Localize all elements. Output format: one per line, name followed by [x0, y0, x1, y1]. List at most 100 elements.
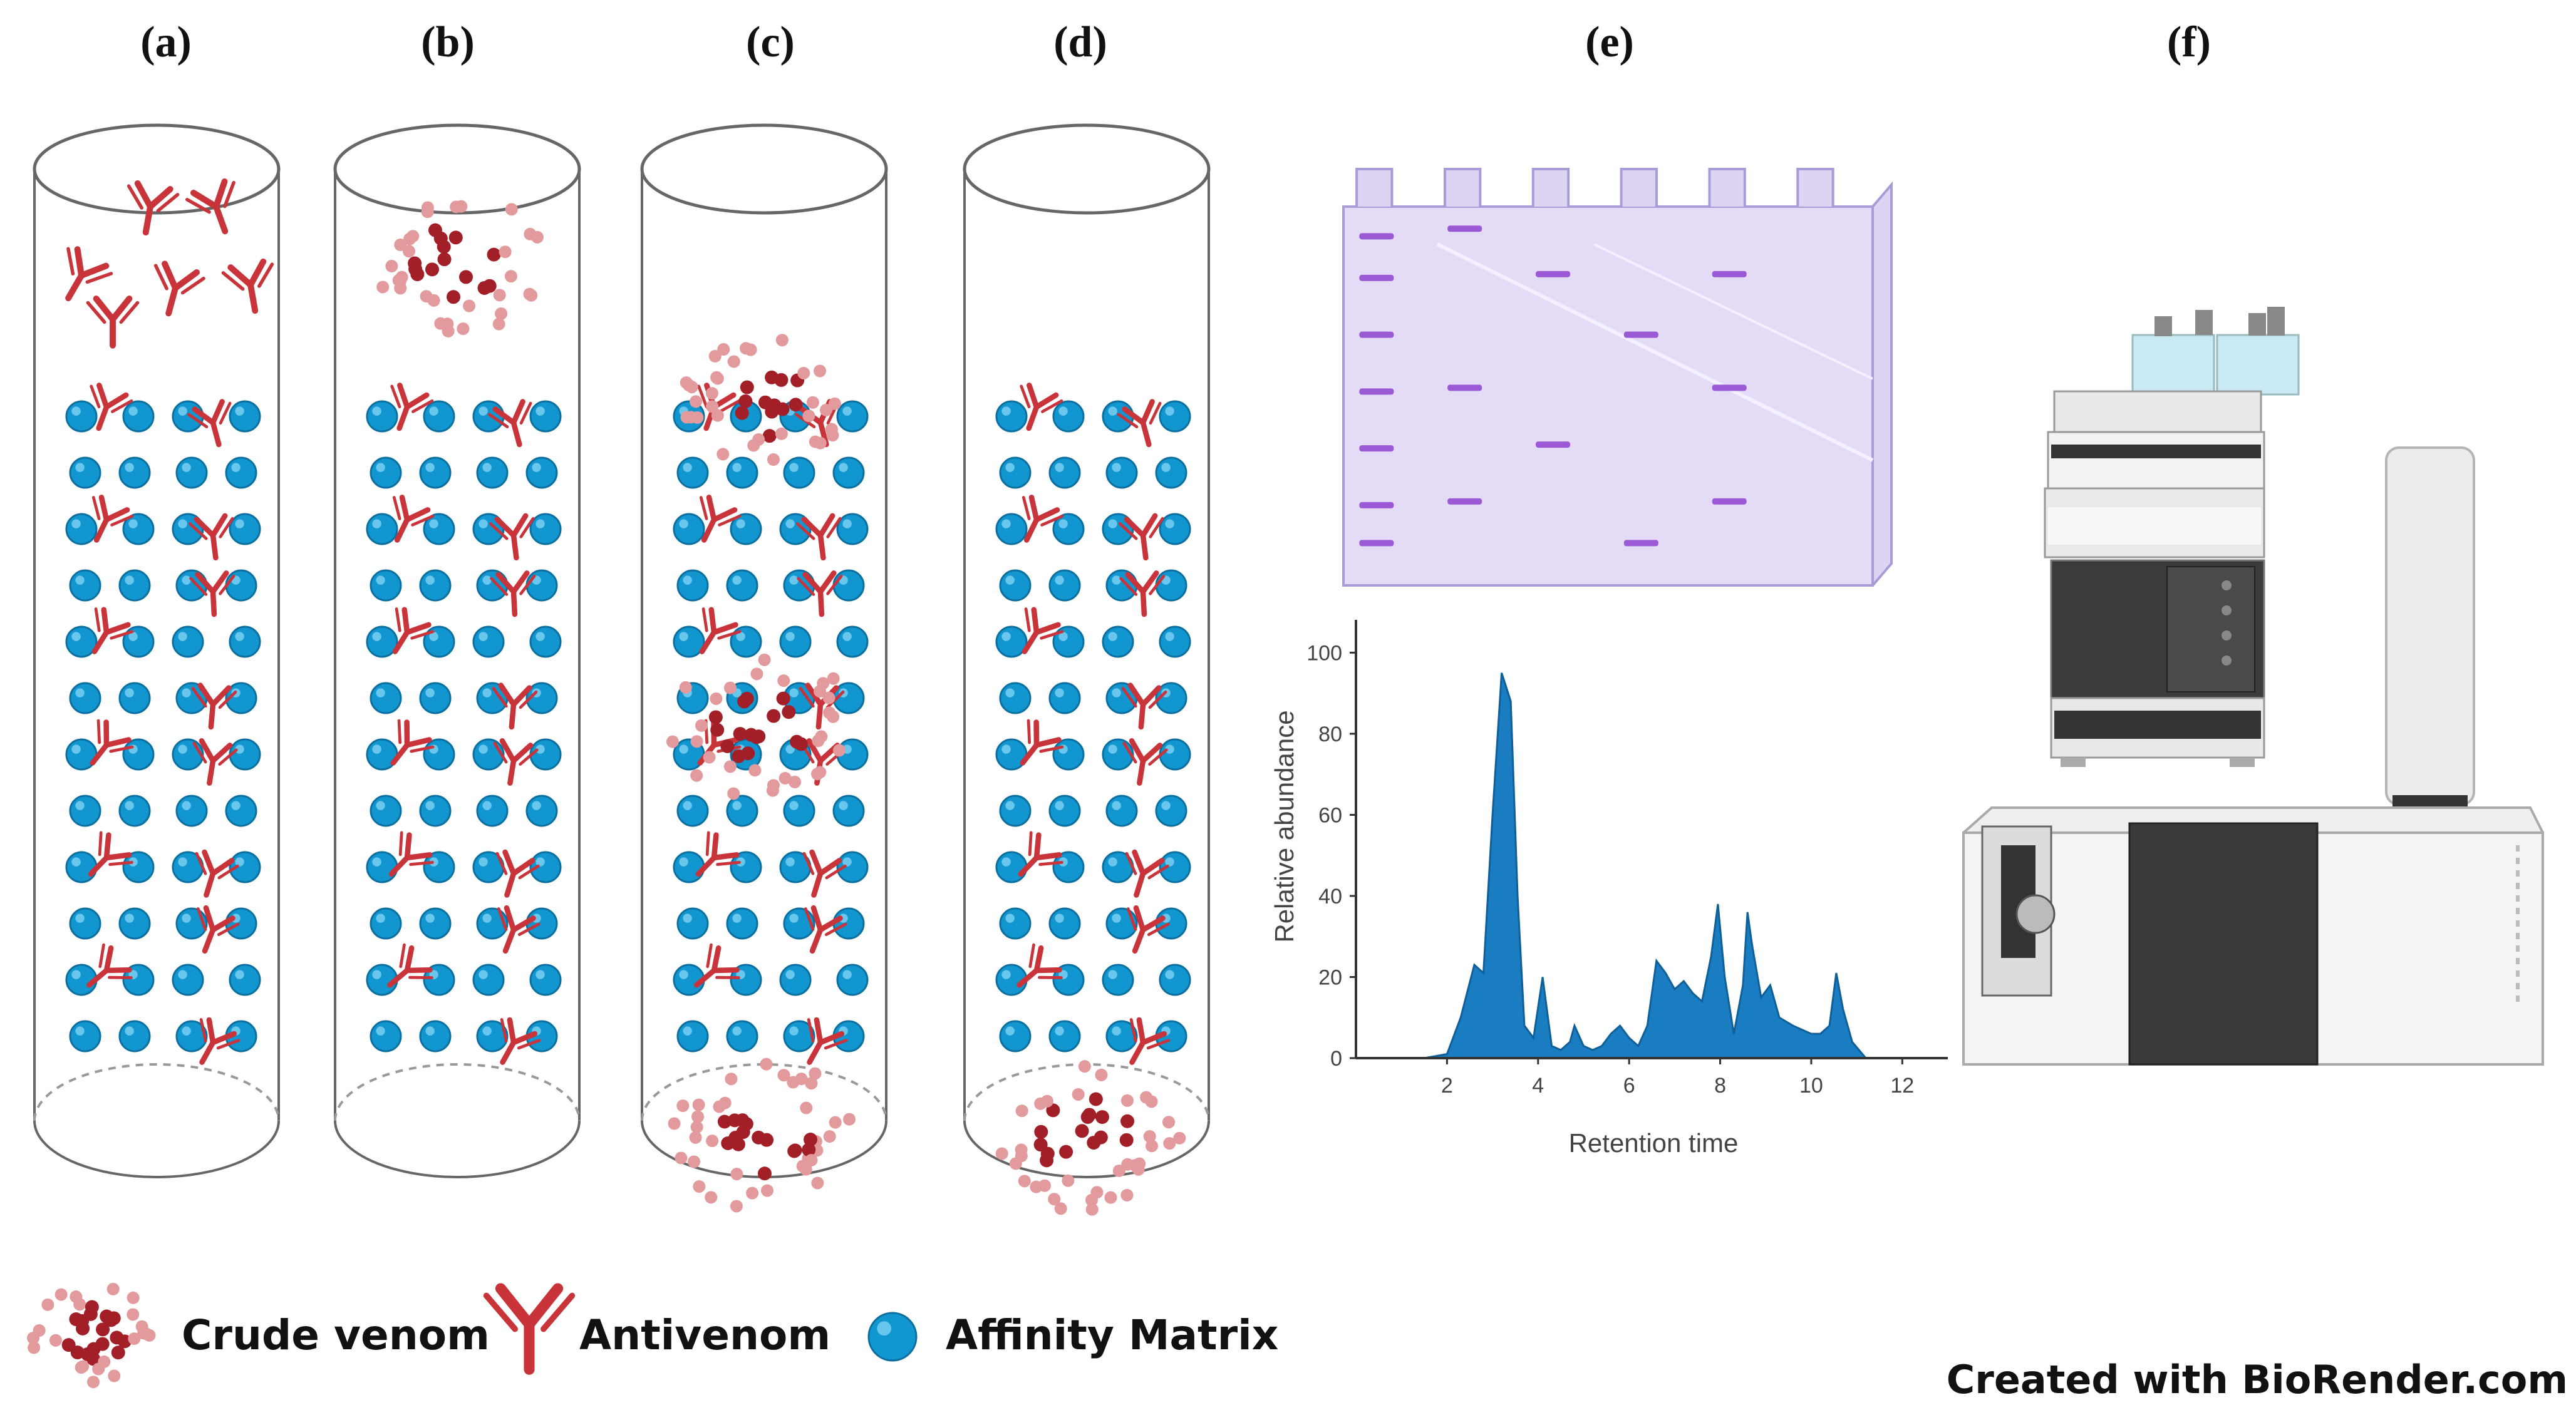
- venom-particle: [1059, 1145, 1073, 1159]
- antibody-arm: [825, 690, 845, 709]
- bead-highlight: [683, 913, 692, 923]
- matrix-bead: [1102, 964, 1134, 996]
- antibody-arm: [408, 975, 433, 979]
- bead-highlight: [1005, 575, 1015, 585]
- antibody-arm: [410, 630, 435, 640]
- venom-particle: [775, 334, 789, 347]
- antibody: [1020, 719, 1064, 766]
- antibody-arm: [716, 860, 741, 867]
- venom-particle: [1048, 1193, 1061, 1206]
- venom-particle: [459, 270, 473, 284]
- matrix-bead: [419, 907, 452, 940]
- antibody-arm: [203, 905, 216, 933]
- antibody-arm: [111, 399, 133, 413]
- antibody-arm: [395, 607, 401, 632]
- antibody-arm: [404, 719, 410, 748]
- antibody-arm: [495, 1283, 535, 1330]
- antibody-arm: [103, 945, 114, 974]
- venom-particle: [395, 270, 408, 284]
- antibody: [390, 719, 435, 766]
- venom-particle: [758, 395, 772, 409]
- antibody-arm: [109, 745, 134, 753]
- venom-particle: [750, 667, 763, 681]
- venom-particle: [1095, 1068, 1108, 1081]
- antibody-arm: [711, 832, 719, 861]
- antibody-stem: [1026, 404, 1040, 431]
- antibody-arm: [210, 399, 225, 426]
- antibody-arm: [1149, 517, 1164, 538]
- bead-highlight: [125, 463, 134, 472]
- matrix-bead: [419, 682, 452, 714]
- antibody-arm: [409, 860, 434, 867]
- bead-highlight: [1001, 632, 1011, 641]
- matrix-bead: [118, 795, 151, 827]
- gel-band: [1447, 384, 1482, 391]
- antibody-arm: [1028, 943, 1035, 969]
- bead-highlight: [372, 632, 381, 641]
- antibody-arm: [1146, 1039, 1171, 1050]
- antibody-arm: [1147, 864, 1169, 880]
- matrix-bead: [472, 738, 505, 771]
- bead-highlight: [425, 913, 435, 923]
- venom-particle: [744, 728, 758, 742]
- bead-highlight: [376, 1026, 385, 1036]
- antibody-arm: [93, 296, 116, 322]
- venom-particle: [782, 705, 796, 719]
- antibody-arm: [797, 577, 815, 596]
- venom-particle: [810, 768, 824, 781]
- antibody-arm: [1039, 745, 1064, 753]
- gel-band: [1712, 270, 1747, 277]
- matrix-bead: [69, 795, 101, 827]
- matrix-bead: [726, 1020, 758, 1052]
- venom-particle: [86, 1376, 100, 1389]
- antibody: [390, 383, 434, 431]
- venom-particle: [843, 1113, 856, 1126]
- antibody-arm: [1127, 682, 1146, 708]
- matrix-bead: [529, 513, 562, 545]
- venom-particle: [767, 453, 780, 466]
- antibody-arm: [134, 180, 153, 210]
- venom-particle: [1145, 1095, 1158, 1108]
- venom-particle: [1040, 1153, 1054, 1168]
- matrix-bead: [783, 456, 815, 489]
- antibody-arm: [1040, 630, 1064, 640]
- antibody-arm: [217, 922, 240, 937]
- antibody-arm: [1033, 945, 1044, 974]
- matrix-bead: [529, 964, 562, 996]
- antibody-arm: [706, 943, 713, 969]
- matrix-bead: [525, 569, 558, 602]
- venom-particle: [1082, 1108, 1097, 1122]
- venom-particle: [1018, 1175, 1031, 1188]
- venom-particle: [691, 1110, 705, 1123]
- matrix-bead: [419, 1020, 452, 1052]
- antibody-arm: [397, 719, 402, 744]
- bead-highlight: [125, 913, 134, 923]
- antibody-arm: [499, 738, 517, 764]
- matrix-bead: [175, 795, 208, 827]
- matrix-bead: [1105, 569, 1138, 602]
- antibody-arm: [210, 685, 232, 708]
- venom-particle: [1094, 1130, 1108, 1145]
- antibody-arm: [1129, 1018, 1137, 1043]
- matrix-bead: [726, 456, 758, 489]
- antibody-arm: [1122, 741, 1137, 764]
- venom-particle: [758, 653, 771, 666]
- matrix-bead: [1102, 738, 1134, 771]
- bead-highlight: [1001, 519, 1011, 528]
- bead-highlight: [732, 575, 742, 585]
- bead-highlight: [1112, 575, 1121, 585]
- antibody-arm: [807, 1018, 815, 1043]
- antibody-arm: [162, 260, 178, 291]
- antibody-arm: [172, 269, 200, 291]
- antibody-arm: [404, 945, 415, 974]
- antibody-arm: [410, 745, 435, 753]
- bead-highlight: [736, 519, 745, 528]
- venom-particle: [760, 1184, 773, 1197]
- venom-particle: [995, 1147, 1008, 1160]
- antibody-arm: [701, 607, 708, 632]
- antibody-arm: [492, 406, 517, 426]
- antibody: [1126, 905, 1170, 954]
- matrix-bead: [1048, 1020, 1081, 1052]
- venom-particle: [740, 380, 754, 394]
- antibody-stem: [213, 203, 229, 235]
